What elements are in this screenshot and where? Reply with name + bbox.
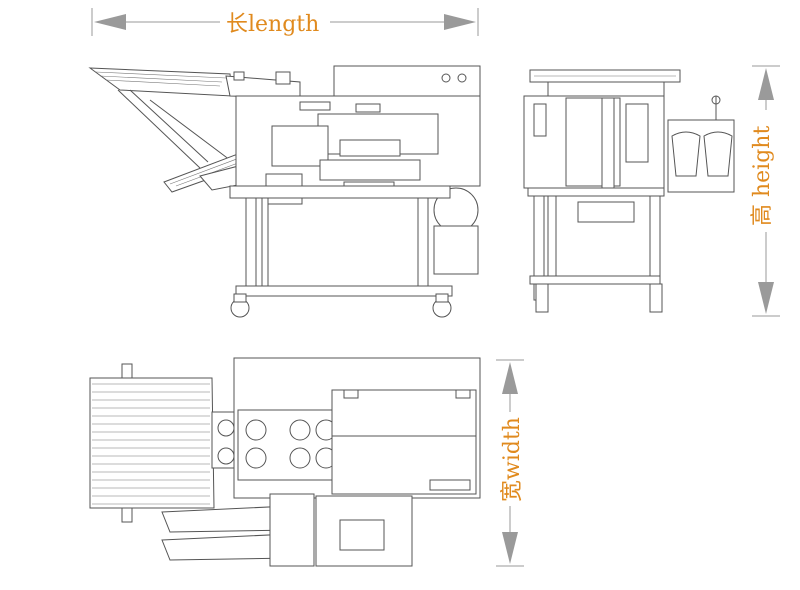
height-dimension-arrow: [752, 65, 780, 317]
side-view-drawing: [88, 65, 481, 318]
length-dimension-arrow: [91, 8, 479, 36]
height-label: 高 height: [750, 125, 775, 226]
top-view-drawing: [89, 357, 481, 567]
width-label: 宽width: [500, 417, 525, 502]
front-view-drawing: [523, 69, 735, 313]
width-dimension-arrow: [496, 359, 524, 567]
comb-lines: [92, 383, 210, 505]
length-label: 长length: [226, 12, 320, 37]
